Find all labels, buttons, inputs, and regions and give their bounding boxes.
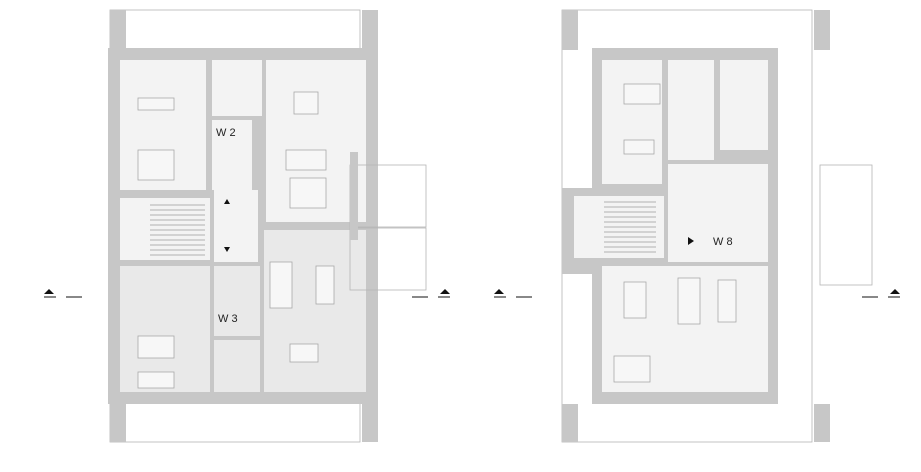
right-bottom-stub-left (562, 404, 578, 442)
unit-label-w2: W 2 (216, 127, 236, 139)
bed-right-top (623, 83, 661, 105)
room-bedroom-bottom (120, 266, 210, 392)
right-bottom-stub-right (814, 404, 830, 442)
sofa-bottom (269, 261, 293, 309)
arrow-right-icon (688, 237, 694, 245)
stair-steps-right (604, 201, 656, 253)
left-top-wall-stub-left (110, 10, 126, 50)
bed-top (137, 97, 175, 111)
section-marker-right-b (862, 289, 900, 298)
hall-right (668, 164, 768, 262)
left-top-wall-stub-right (362, 10, 378, 50)
unit-label-w3: W 3 (218, 313, 238, 325)
unit-label-w8: W 8 (713, 236, 733, 248)
bed-bottom-2 (137, 371, 175, 389)
dining-table-right (623, 281, 647, 319)
coffee-area-top (289, 177, 327, 209)
arrow-down-icon (224, 247, 230, 252)
right-top-stub-left (562, 10, 578, 50)
dining-table-top (293, 91, 319, 115)
balcony-bottom-left-plan (349, 227, 427, 291)
landing-left (214, 190, 258, 262)
bed-bottom (137, 335, 175, 359)
left-bottom-stub-right (362, 404, 378, 442)
dining-table-bottom (289, 343, 319, 363)
left-floor-plan: W 2 W 3 (44, 9, 450, 443)
arrow-up-icon (224, 199, 230, 204)
room-hall-bottom (214, 266, 260, 336)
terrace-right (819, 164, 873, 286)
right-top-stub-right (814, 10, 830, 50)
room-bedroom-right-top (602, 60, 662, 184)
left-bottom-stub-left (110, 404, 126, 442)
armchairs-right (717, 279, 737, 323)
bed-top-2 (137, 149, 175, 181)
sofa-right (677, 277, 701, 325)
room-bedroom-right-2 (720, 60, 768, 150)
room-bath-top (212, 60, 262, 116)
room-hall-top (212, 120, 252, 190)
room-living-bottom (264, 230, 366, 392)
section-marker-right-a (494, 289, 532, 298)
stair-steps-left (150, 204, 205, 256)
armchairs-bottom (315, 265, 335, 305)
right-floor-plan: W 8 (494, 9, 900, 443)
sofa-top (285, 149, 327, 171)
section-marker-left-a (44, 289, 82, 298)
desk-right (623, 139, 655, 155)
section-marker-left-b (412, 289, 450, 298)
bed-right-bottom (613, 355, 651, 383)
balcony-wall-left-plan (350, 152, 358, 240)
stair-core-left (120, 198, 210, 260)
room-bath-right (668, 60, 714, 160)
room-bath-bottom (214, 340, 260, 392)
